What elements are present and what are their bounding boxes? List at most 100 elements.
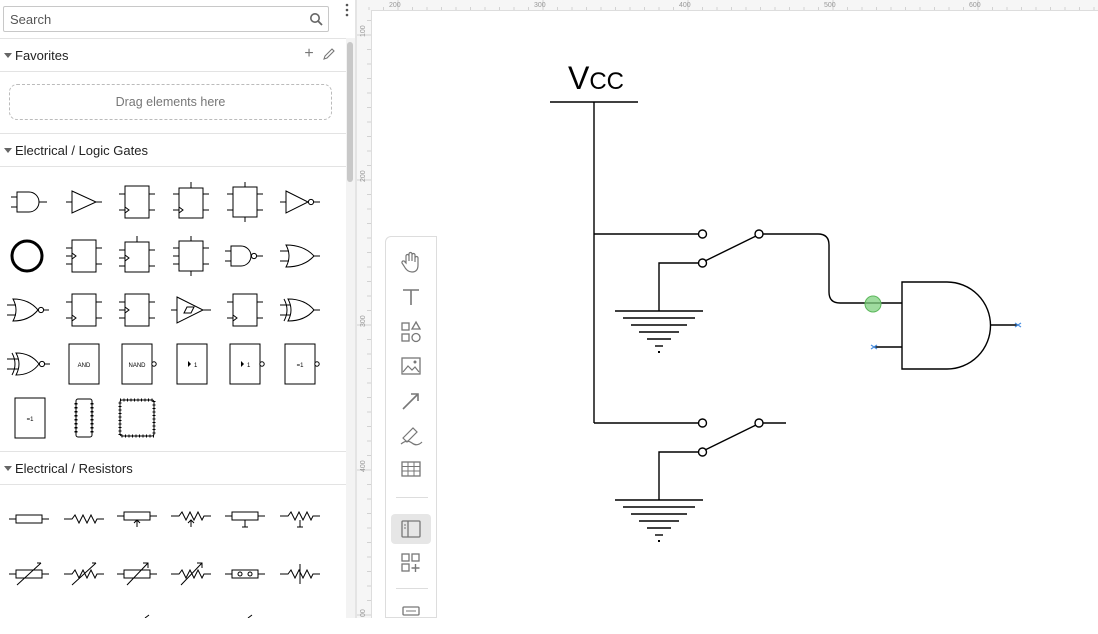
sidebar-resize-handle[interactable]	[355, 0, 357, 618]
format-panel-button[interactable]	[397, 515, 425, 543]
iec-and-shape[interactable]: AND	[62, 343, 106, 385]
insert-icon	[401, 553, 420, 572]
freehand-icon	[400, 427, 423, 446]
switch-2-contact-b[interactable]	[754, 418, 764, 428]
switch-1-contact-a[interactable]	[697, 229, 708, 239]
latch-shape[interactable]	[62, 290, 106, 330]
wire-switch-to-gate[interactable]	[763, 233, 902, 304]
wire-to-ground-1[interactable]	[658, 262, 699, 311]
potentiometer-shape[interactable]	[115, 496, 159, 536]
variable-resistor-shape[interactable]	[7, 554, 51, 594]
wire-to-ground-2[interactable]	[658, 451, 699, 500]
register-set-reset-shape[interactable]	[169, 236, 213, 276]
drawing-toolbar	[385, 236, 437, 618]
xor-gate-shape[interactable]	[278, 290, 322, 330]
nor-gate-shape[interactable]	[7, 290, 51, 330]
insert-shapes-button[interactable]	[397, 549, 425, 577]
search-icon[interactable]	[309, 12, 324, 27]
thermistor-zigzag-shape[interactable]	[278, 554, 322, 594]
switch-2-contact-a[interactable]	[697, 418, 708, 428]
sidebar-scrollbar-track[interactable]	[346, 38, 355, 618]
more-tools-button[interactable]	[397, 601, 425, 629]
section-logic-gates[interactable]: Electrical / Logic Gates	[0, 133, 346, 167]
hand-tool-button[interactable]	[397, 248, 425, 276]
adjustable-resistor-zigzag-shape[interactable]	[169, 554, 213, 594]
resistor-zigzag-shape[interactable]	[62, 499, 106, 539]
switch-2-lever[interactable]	[704, 424, 757, 451]
trimmer-shape[interactable]	[223, 496, 267, 536]
circle-shape[interactable]	[5, 236, 49, 276]
ground-symbol-2[interactable]	[615, 499, 703, 542]
connection-point-highlight[interactable]	[864, 295, 882, 313]
diagram-canvas[interactable]: VCC	[372, 11, 1098, 618]
sidebar-scrollbar-thumb[interactable]	[347, 42, 353, 182]
xnor-gate-shape[interactable]	[7, 344, 51, 384]
kebab-menu-icon[interactable]	[343, 2, 351, 20]
nand-gate-shape[interactable]	[223, 236, 267, 276]
potentiometer-zigzag-shape[interactable]	[169, 496, 213, 536]
inverter-gate-shape[interactable]	[278, 182, 322, 222]
shapes-tool-button[interactable]	[397, 318, 425, 346]
or-gate-shape[interactable]	[278, 236, 322, 276]
image-icon	[401, 357, 421, 375]
dip-chip-shape[interactable]	[62, 398, 106, 438]
shape-label: =1	[297, 363, 305, 369]
flip-flop-clocked-shape[interactable]	[169, 182, 213, 222]
iec-buffer-shape[interactable]: 1	[169, 343, 213, 385]
latch-three-input-shape[interactable]	[115, 290, 159, 330]
register-shape[interactable]	[62, 236, 106, 276]
buffer-gate-shape[interactable]	[62, 182, 106, 222]
shape-label: 1	[247, 363, 251, 369]
flip-flop-shape[interactable]	[115, 182, 159, 222]
favorites-drop-zone[interactable]: Drag elements here	[9, 84, 332, 120]
format-panel-icon	[401, 520, 421, 538]
iec-xnor-shape[interactable]: =1	[278, 343, 322, 385]
section-resistors[interactable]: Electrical / Resistors	[0, 451, 346, 485]
and-gate[interactable]	[901, 281, 992, 370]
search-input[interactable]	[10, 10, 300, 28]
resistor-array-shape[interactable]	[223, 554, 267, 594]
collapse-triangle-icon[interactable]	[4, 466, 12, 471]
resistor-shape[interactable]	[7, 499, 51, 539]
ground-symbol-1[interactable]	[615, 310, 703, 353]
active-tool-highlight	[391, 514, 431, 544]
collapse-triangle-icon[interactable]	[4, 148, 12, 153]
resistor-shape-partial[interactable]	[223, 606, 267, 618]
qfp-chip-shape[interactable]	[115, 398, 159, 438]
table-tool-button[interactable]	[397, 455, 425, 483]
ruler-label: 500	[824, 2, 836, 9]
flip-flop-set-reset-shape[interactable]	[223, 182, 267, 222]
more-icon	[402, 606, 420, 616]
shape-label: =1	[27, 417, 35, 423]
iec-xor-shape[interactable]: =1	[8, 397, 52, 439]
pencil-icon[interactable]	[322, 47, 336, 61]
section-title: Electrical / Logic Gates	[15, 143, 148, 158]
register-clocked-shape[interactable]	[115, 236, 159, 276]
image-tool-button[interactable]	[397, 352, 425, 380]
trimmer-zigzag-shape[interactable]	[278, 496, 322, 536]
resistor-shape-partial[interactable]	[115, 606, 159, 618]
shape-label: 1	[194, 363, 198, 369]
and-gate-shape[interactable]	[7, 182, 51, 222]
d-flip-flop-shape[interactable]	[223, 290, 267, 330]
variable-resistor-zigzag-shape[interactable]	[62, 554, 106, 594]
vcc-label[interactable]: VCC	[568, 60, 624, 96]
iec-nand-shape[interactable]: NAND	[115, 343, 159, 385]
endpoint-marker[interactable]	[1014, 322, 1022, 328]
switch-1-lever[interactable]	[704, 235, 757, 262]
adjustable-resistor-shape[interactable]	[115, 554, 159, 594]
shapes-icon	[401, 320, 422, 343]
text-tool-button[interactable]	[397, 283, 425, 311]
freehand-tool-button[interactable]	[397, 421, 425, 449]
connector-tool-button[interactable]	[397, 387, 425, 415]
collapse-triangle-icon[interactable]	[4, 53, 12, 58]
section-favorites[interactable]: Favorites +	[0, 38, 346, 72]
search-box[interactable]	[3, 6, 329, 32]
endpoint-marker[interactable]	[870, 344, 878, 350]
arrow-icon	[402, 393, 419, 410]
schmitt-trigger-shape[interactable]	[169, 290, 213, 330]
ruler-label: 100	[360, 25, 367, 37]
plus-icon[interactable]: +	[304, 45, 314, 62]
iec-not-shape[interactable]: 1	[223, 343, 267, 385]
switch-1-contact-b[interactable]	[754, 229, 764, 239]
